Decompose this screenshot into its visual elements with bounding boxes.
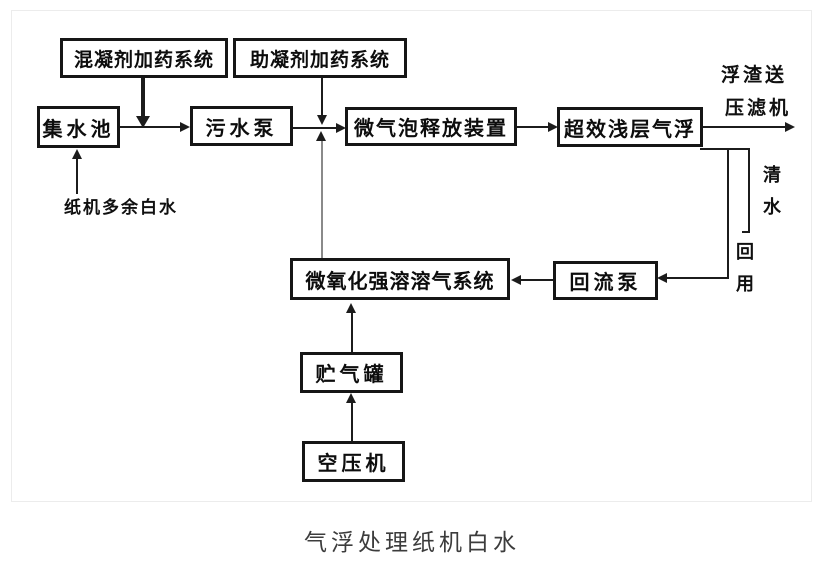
flow-line-reuse-tick xyxy=(742,231,750,233)
arrowhead-flocculant-down xyxy=(317,115,327,125)
arrowhead-dissolved-air-up xyxy=(316,131,326,141)
node-label: 微氧化强溶溶气系统 xyxy=(305,270,495,293)
node-gas-storage-tank: 贮气罐 xyxy=(300,352,403,393)
node-microbubble-release-device: 微气泡释放装置 xyxy=(345,107,517,146)
flow-line-reflux-to-dissolved xyxy=(520,279,553,281)
node-coagulant-dosing-system: 混凝剂加药系统 xyxy=(60,38,228,78)
arrowhead-reflux-to-dissolved xyxy=(511,275,521,285)
arrowhead-tank-to-pump xyxy=(180,122,190,132)
node-label: 污水泵 xyxy=(205,117,278,140)
figure-caption: 气浮处理纸机白水 xyxy=(304,529,520,555)
flow-line-clearwater-top xyxy=(700,148,750,150)
node-label: 空压机 xyxy=(317,453,390,475)
node-sewage-pump: 污水泵 xyxy=(190,106,293,146)
flow-line-device-to-flotation xyxy=(517,126,549,128)
node-dissolved-air-system: 微氧化强溶溶气系统 xyxy=(290,258,510,300)
flow-line-to-reflux-pump xyxy=(666,277,729,279)
flow-line-flocculant-down xyxy=(321,78,323,116)
node-label: 集水池 xyxy=(42,118,115,141)
flow-line-compressor-to-tank xyxy=(351,402,353,441)
flow-line-coagulant-down xyxy=(141,78,145,118)
arrowhead-compressor-to-tank xyxy=(346,393,356,403)
label-influent: 纸机多余白水 xyxy=(64,198,178,217)
arrowhead-scum-out xyxy=(785,122,795,132)
flow-line-clearwater-down-b xyxy=(748,148,750,233)
node-label: 贮气罐 xyxy=(315,364,388,386)
node-air-compressor: 空压机 xyxy=(302,441,405,482)
node-label: 助凝剂加药系统 xyxy=(249,49,390,71)
node-label: 微气泡释放装置 xyxy=(354,118,508,140)
flow-line-scum-out xyxy=(703,126,787,128)
node-label: 回流泵 xyxy=(569,272,642,294)
flow-line-influent xyxy=(76,158,78,194)
flow-line-tank-to-pump xyxy=(120,126,182,128)
arrowhead-pump-to-device xyxy=(336,123,346,133)
label-scum-line1: 浮渣送 xyxy=(721,65,788,86)
node-flocculant-dosing-system: 助凝剂加药系统 xyxy=(233,38,407,78)
flow-line-dissolved-air-up xyxy=(321,141,323,258)
label-clear-water: 清水 xyxy=(763,165,781,217)
flow-line-clearwater-down-a xyxy=(727,148,729,278)
flow-line-pump-to-device xyxy=(293,127,343,129)
node-label: 混凝剂加药系统 xyxy=(73,49,214,71)
arrowhead-to-reflux-pump xyxy=(657,273,667,283)
flow-line-tank-to-dissolved xyxy=(351,312,353,352)
label-scum-line2: 压滤机 xyxy=(725,98,792,119)
label-reuse: 回用 xyxy=(736,242,754,294)
node-collection-tank: 集水池 xyxy=(37,106,120,148)
node-shallow-air-flotation: 超效浅层气浮 xyxy=(557,107,703,147)
arrowhead-tank-to-dissolved xyxy=(346,303,356,313)
node-reflux-pump: 回流泵 xyxy=(553,261,658,300)
figure-image-frame xyxy=(11,10,812,502)
arrowhead-device-to-flotation xyxy=(548,122,558,132)
arrowhead-coagulant-down xyxy=(136,116,150,128)
node-label: 超效浅层气浮 xyxy=(564,118,696,141)
arrowhead-influent-up xyxy=(72,149,82,159)
